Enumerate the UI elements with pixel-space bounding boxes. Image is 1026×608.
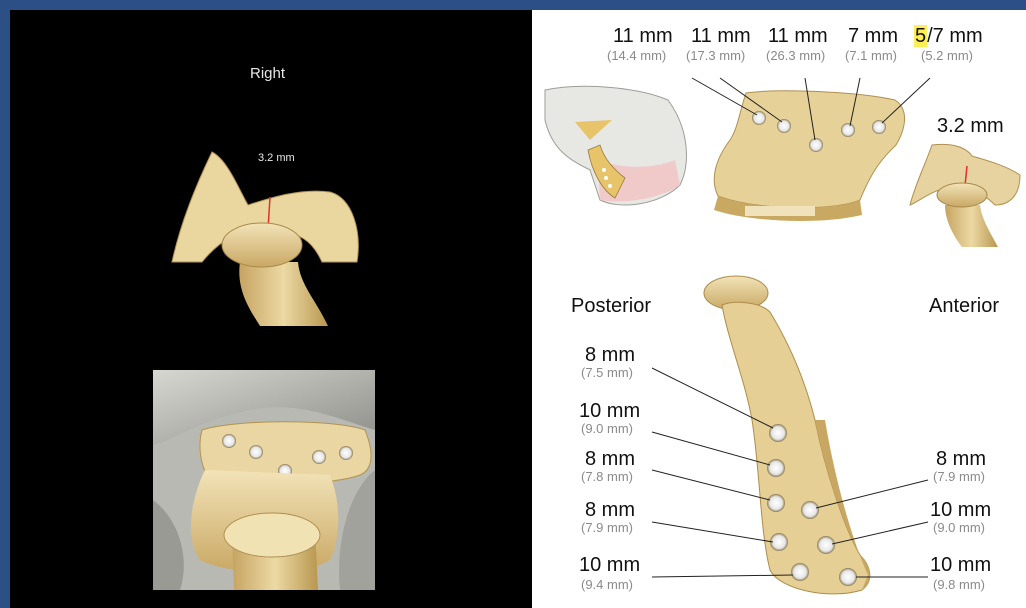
- right-cross-section-implant: [910, 144, 1020, 247]
- ramus-plate: [652, 276, 928, 594]
- posterior-screw-4-measured: (7.9 mm): [581, 520, 633, 535]
- top-fossa-plate: [692, 78, 930, 221]
- posterior-screw-3-measured: (7.8 mm): [581, 469, 633, 484]
- posterior-screw-3-nominal: 8 mm: [585, 448, 635, 471]
- anterior-screw-1-measured: (7.9 mm): [933, 469, 985, 484]
- top-screw-2-nominal: 11 mm: [691, 25, 751, 48]
- anterior-screw-2-measured: (9.0 mm): [933, 520, 985, 535]
- posterior-screw-4-nominal: 8 mm: [585, 499, 635, 522]
- anterior-screw-2-nominal: 10 mm: [930, 499, 991, 522]
- posterior-screw-1-measured: (7.5 mm): [581, 365, 633, 380]
- top-screw-5-nominal: 5/7 mm: [914, 25, 983, 48]
- right-thickness-label: 3.2 mm: [937, 115, 1004, 138]
- posterior-screw-5-nominal: 10 mm: [579, 554, 640, 577]
- anterior-screw-3-measured: (9.8 mm): [933, 577, 985, 592]
- top-screw-3-measured: (26.3 mm): [766, 48, 825, 63]
- anterior-label: Anterior: [929, 295, 999, 318]
- top-screw-5-rest: /7 mm: [927, 25, 983, 47]
- posterior-screw-2-measured: (9.0 mm): [581, 421, 633, 436]
- skull-thumbnail: [545, 86, 686, 205]
- posterior-screw-1-nominal: 8 mm: [585, 344, 635, 367]
- top-screw-2-measured: (17.3 mm): [686, 48, 745, 63]
- top-screw-3-nominal: 11 mm: [768, 25, 828, 48]
- top-screw-4-nominal: 7 mm: [848, 25, 898, 48]
- top-screw-5-measured: (5.2 mm): [921, 48, 973, 63]
- top-screw-4-measured: (7.1 mm): [845, 48, 897, 63]
- top-screw-1-nominal: 11 mm: [613, 25, 673, 48]
- top-screw-1-measured: (14.4 mm): [607, 48, 666, 63]
- anterior-screw-3-nominal: 10 mm: [930, 554, 991, 577]
- anterior-screw-1-nominal: 8 mm: [936, 448, 986, 471]
- posterior-label: Posterior: [571, 295, 651, 318]
- posterior-screw-2-nominal: 10 mm: [579, 400, 640, 423]
- posterior-screw-5-measured: (9.4 mm): [581, 577, 633, 592]
- top-screw-5-highlight: 5: [914, 25, 927, 47]
